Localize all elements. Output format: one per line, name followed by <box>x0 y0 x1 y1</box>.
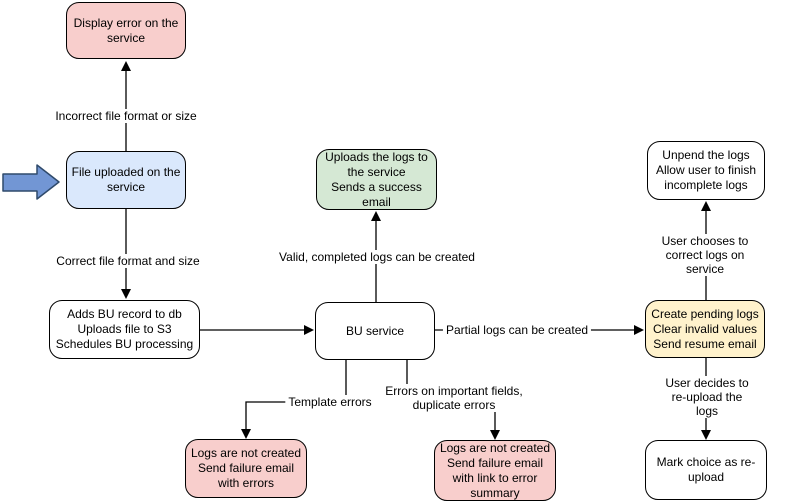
arrowhead-up-unpend <box>701 201 711 211</box>
edge-label-incorrect-format: Incorrect file format or size <box>52 109 200 123</box>
arrowhead-down-mark-choice <box>701 430 711 440</box>
edge-label-correct-format: Correct file format and size <box>53 254 203 268</box>
edge-label-partial-logs: Partial logs can be created <box>442 323 592 337</box>
edge-label-valid-logs: Valid, completed logs can be created <box>276 250 478 264</box>
node-display-error: Display error on the service <box>66 2 186 59</box>
node-logs-not-created-summary-label: Logs are not created Send failure email … <box>439 440 551 500</box>
node-create-pending-label: Create pending logs Clear invalid values… <box>651 306 759 351</box>
node-bu-service-label: BU service <box>345 323 404 338</box>
entry-arrow-icon <box>2 164 60 200</box>
arrowhead-down-adds-bu <box>121 289 131 299</box>
arrowhead-down-logs-errors <box>241 429 251 439</box>
node-unpend-logs-label: Unpend the logs Allow user to finish inc… <box>655 148 757 192</box>
node-uploads-logs: Uploads the logs to the service Sends a … <box>316 149 437 210</box>
edge-label-user-correct: User chooses to correct logs on service <box>657 234 753 276</box>
node-create-pending: Create pending logs Clear invalid values… <box>645 300 765 358</box>
arrowhead-right-create-pending <box>634 325 644 335</box>
node-file-uploaded-label: File uploaded on the service <box>71 165 181 194</box>
arrowhead-down-logs-summary <box>490 430 500 440</box>
node-logs-not-created-errors: Logs are not created Send failure email … <box>185 439 307 498</box>
edge-label-template-errors: Template errors <box>285 395 375 409</box>
node-adds-bu-record: Adds BU record to db Uploads file to S3 … <box>49 300 200 359</box>
arrowhead-up-uploads-logs <box>371 211 381 221</box>
edge-label-important-errors: Errors on important fields, duplicate er… <box>382 384 526 412</box>
node-file-uploaded: File uploaded on the service <box>66 151 186 209</box>
node-uploads-logs-label: Uploads the logs to the service Sends a … <box>325 149 428 209</box>
node-mark-choice-label: Mark choice as re- upload <box>656 455 756 484</box>
edge-label-user-reupload: User decides to re-upload the logs <box>660 376 754 418</box>
node-logs-not-created-summary: Logs are not created Send failure email … <box>434 440 556 501</box>
node-unpend-logs: Unpend the logs Allow user to finish inc… <box>647 141 765 200</box>
arrowhead-up-display-error <box>121 61 131 71</box>
node-adds-bu-record-label: Adds BU record to db Uploads file to S3 … <box>55 307 194 351</box>
arrowhead-right-bu-service <box>304 325 314 335</box>
node-bu-service: BU service <box>315 302 435 360</box>
node-display-error-label: Display error on the service <box>73 15 179 45</box>
node-mark-choice: Mark choice as re- upload <box>645 440 767 500</box>
node-logs-not-created-errors-label: Logs are not created Send failure email … <box>190 446 302 490</box>
